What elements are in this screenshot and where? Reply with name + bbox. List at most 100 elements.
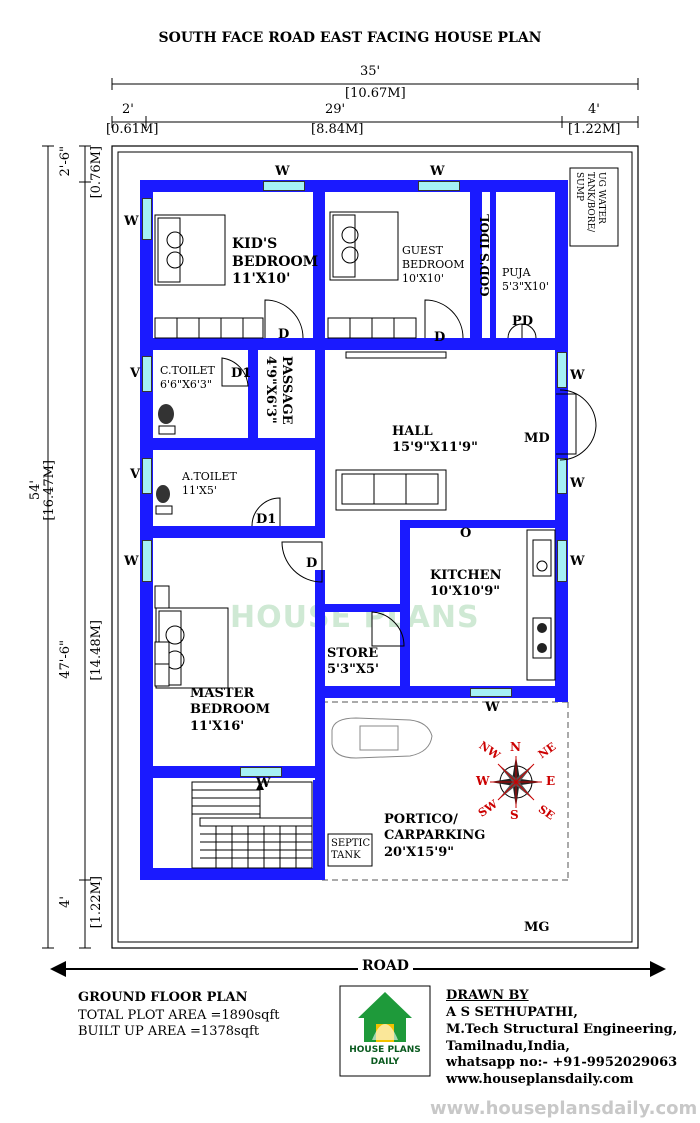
total-width-label: 35'	[360, 64, 381, 79]
label-ug-tank: UG WATER TANK/BORE/ SUMP	[574, 172, 606, 233]
compass-rose	[490, 756, 542, 808]
mark-window-kitchen-bottom: W	[485, 700, 500, 715]
logo-text: HOUSE PLANS DAILY	[340, 1044, 430, 1068]
mark-window-master-left: W	[124, 554, 139, 569]
logo-line2: DAILY	[370, 1057, 400, 1067]
tv-unit	[345, 351, 447, 359]
window-hall-right-1	[557, 352, 567, 388]
wall-stair-right	[313, 780, 325, 880]
label-hall: HALL 15'9"X11'9"	[392, 424, 478, 456]
car	[331, 717, 433, 759]
plan-title: SOUTH FACE ROAD EAST FACING HOUSE PLAN	[158, 30, 542, 46]
mark-window-master-bottom: W	[256, 776, 271, 791]
wall-kitchen-left	[400, 520, 410, 690]
road-label: ROAD	[358, 958, 413, 976]
label-gods-idol: GOD'S IDOL	[478, 214, 492, 297]
compass-s: S	[510, 808, 519, 822]
label-portico: PORTICO/ CARPARKING 20'X15'9"	[384, 812, 486, 860]
door-ctoilet-arc	[221, 357, 249, 387]
wardrobe-kids	[154, 317, 264, 339]
label-kitchen: KITCHEN 10'X10'9"	[430, 568, 502, 600]
footer-location: Tamilnadu,India,	[446, 1039, 570, 1054]
wall-ctoilet-right	[248, 338, 258, 440]
staircase	[191, 781, 313, 869]
door-puja-arc-left	[507, 323, 523, 339]
wardrobe-master	[154, 585, 170, 687]
label-c-toilet: C.TOILET 6'6"X6'3"	[160, 364, 215, 391]
wall-top	[140, 180, 568, 192]
window-master-left	[142, 540, 152, 582]
wc-atoilet	[156, 485, 170, 503]
wall-atoilet-bottom	[140, 526, 325, 538]
mid-width-metric: [8.84M]	[311, 122, 364, 137]
footer-whatsapp: whatsapp no:- +91-9952029063	[446, 1055, 678, 1070]
label-kids-bedroom: KID'S BEDROOM 11'X10'	[232, 236, 319, 287]
mark-window-guest-top: W	[430, 164, 445, 179]
window-hall-right-2	[557, 458, 567, 494]
mark-door-guest: D	[434, 330, 446, 345]
label-septic-tank: SEPTIC TANK	[331, 838, 371, 861]
mark-door-master: D	[306, 556, 318, 571]
mark-door-atoilet: D1	[256, 512, 277, 527]
wall-kids-guest	[313, 180, 325, 350]
mark-window-kids-top: W	[275, 164, 290, 179]
footer-built-area: BUILT UP AREA =1378sqft	[78, 1024, 260, 1039]
mark-window-kids-left: W	[124, 214, 139, 229]
door-atoilet-arc	[251, 497, 281, 527]
wall-store-top	[315, 604, 405, 612]
door-guest-arc	[424, 299, 464, 339]
left-setback-metric: [0.61M]	[106, 122, 159, 137]
footer-plot-area: TOTAL PLOT AREA =1890sqft	[78, 1008, 280, 1023]
mid-width-label: 29'	[325, 102, 346, 117]
wall-store-bottom	[315, 686, 405, 698]
right-setback-label: 4'	[588, 102, 600, 117]
main-door-frame	[556, 393, 577, 455]
mark-main-door: MD	[524, 431, 550, 446]
label-passage: PASSAGE 4'9"X6'3"	[263, 356, 294, 425]
mark-door-kids: D	[278, 327, 290, 342]
mark-window-hall-2: W	[570, 476, 585, 491]
mark-main-gate: MG	[524, 920, 550, 935]
wc-ctoilet	[158, 404, 174, 424]
footer-drawn-by: DRAWN BY	[446, 988, 529, 1003]
footer-watermark-url: www.houseplansdaily.com	[430, 1098, 698, 1119]
ug-tank-box	[569, 167, 619, 247]
mark-vent-ctoilet: V	[130, 366, 141, 381]
door-master-arc	[281, 541, 323, 583]
right-setback-metric: [1.22M]	[568, 122, 621, 137]
footer-plan-title: GROUND FLOOR PLAN	[78, 990, 248, 1005]
mark-vent-atoilet: V	[130, 467, 141, 482]
wall-ctoilet-bottom	[140, 438, 325, 450]
window-kitchen-bottom	[470, 688, 512, 697]
compass-w: W	[476, 774, 490, 788]
logo-house-icon	[358, 992, 412, 1042]
door-store-arc	[371, 611, 405, 647]
logo-line1: HOUSE PLANS	[349, 1045, 421, 1055]
mark-door-puja: PD	[512, 314, 534, 329]
bed-guest	[329, 211, 399, 281]
vent-atoilet	[142, 458, 152, 494]
wall-idol-puja	[490, 180, 496, 340]
label-master-bedroom: MASTER BEDROOM 11'X16'	[190, 686, 271, 734]
wall-master-right	[315, 570, 325, 780]
mark-window-hall-1: W	[570, 368, 585, 383]
vent-ctoilet	[142, 356, 152, 392]
footer-qualification: M.Tech Structural Engineering,	[446, 1022, 678, 1037]
left-setback-label: 2'	[122, 102, 134, 117]
wall-passage-right	[315, 338, 325, 538]
window-master-bottom	[240, 767, 282, 777]
window-guest-top	[418, 181, 460, 191]
septic-tank	[327, 833, 373, 867]
compass-e: E	[546, 774, 556, 788]
door-kids-arc	[264, 299, 304, 339]
label-puja: PUJA 5'3"X10'	[502, 266, 549, 293]
sofa-hall	[335, 469, 447, 511]
wall-bottom	[140, 868, 325, 880]
label-a-toilet: A.TOILET 11'X5'	[182, 470, 237, 497]
footer-name: A S SETHUPATHI,	[446, 1005, 578, 1020]
wall-kitchen-top	[400, 520, 568, 528]
mark-door-ctoilet: D1	[231, 366, 252, 381]
window-kids-top	[263, 181, 305, 191]
